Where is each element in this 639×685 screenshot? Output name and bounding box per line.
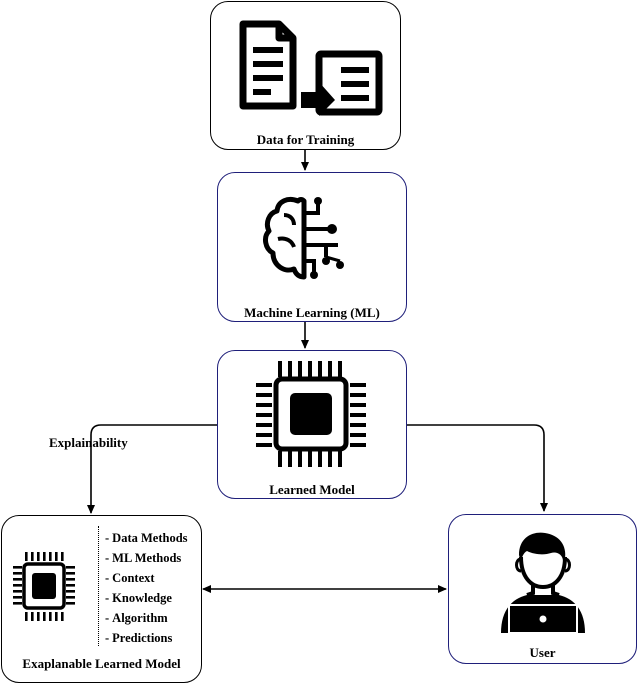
node-label: Learned Model bbox=[269, 482, 355, 497]
node-user: User bbox=[448, 514, 637, 664]
node-explainable-learned-model: -Data Methods -ML Methods -Context -Know… bbox=[1, 515, 202, 683]
brain-circuit-icon bbox=[263, 196, 344, 280]
node-label: Data for Training bbox=[256, 132, 355, 147]
explainability-aspects-list: -Data Methods -ML Methods -Context -Know… bbox=[105, 528, 188, 648]
list-item: -ML Methods bbox=[105, 551, 182, 565]
user-laptop-icon bbox=[501, 532, 585, 634]
node-data-for-training: Data for Training bbox=[210, 1, 401, 150]
edge-label-explainability: Explainability bbox=[49, 435, 128, 450]
list-item: -Predictions bbox=[105, 631, 173, 645]
node-learned-model: Learned Model bbox=[217, 350, 407, 499]
document-transfer-icon bbox=[239, 20, 383, 116]
chip-icon bbox=[256, 361, 366, 467]
list-item: -Algorithm bbox=[105, 611, 168, 625]
node-machine-learning: Machine Learning (ML) bbox=[217, 172, 407, 322]
node-label: Exaplanable Learned Model bbox=[22, 656, 181, 671]
edge-model-to-explainable bbox=[87, 424, 217, 514]
node-label: Machine Learning (ML) bbox=[244, 305, 380, 320]
list-divider bbox=[98, 526, 99, 646]
edge-model-to-user bbox=[407, 424, 548, 512]
chip-icon bbox=[13, 552, 75, 621]
list-item: -Data Methods bbox=[105, 531, 188, 545]
node-label: User bbox=[529, 645, 556, 660]
list-item: -Knowledge bbox=[105, 591, 172, 605]
list-item: -Context bbox=[105, 571, 155, 585]
